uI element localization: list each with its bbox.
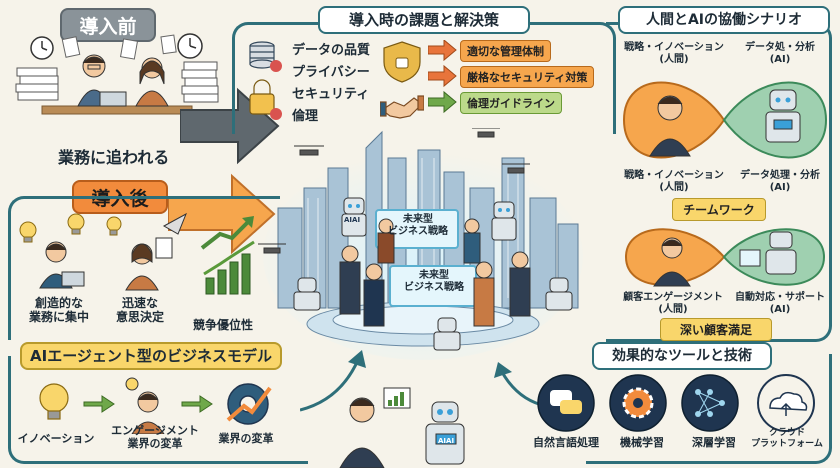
challenges-title: 導入時の課題と解決策 bbox=[318, 6, 530, 34]
gear-icon bbox=[609, 374, 667, 432]
clock-icon bbox=[30, 33, 203, 60]
rocket-icon bbox=[162, 212, 187, 235]
after-item-competitive: 競争優位性 bbox=[192, 318, 253, 332]
x-mark-icon bbox=[270, 60, 282, 72]
robot-icon bbox=[293, 197, 573, 351]
stressed-woman bbox=[135, 57, 169, 107]
growth-chart-icon bbox=[205, 253, 251, 295]
before-title-text: 導入前 bbox=[79, 16, 137, 38]
bottom-team-illustration bbox=[326, 384, 476, 468]
speech-bubble-icon bbox=[537, 374, 595, 432]
challenges-title-text: 導入時の課題と解決策 bbox=[348, 11, 499, 29]
before-caption-text: 業務に追われる bbox=[58, 148, 170, 167]
business-to-center-arrow bbox=[300, 340, 380, 420]
issue-icons bbox=[244, 38, 288, 130]
after-panel bbox=[8, 196, 280, 340]
drone-icon bbox=[258, 128, 530, 254]
business-title: AIエージェント型のビジネスモデル bbox=[20, 342, 282, 370]
collab-loop-bottom bbox=[620, 220, 830, 294]
after-title-text: 導入後 bbox=[91, 188, 149, 210]
collab-low-right-label: 自動対応・サポート (AI) bbox=[735, 292, 825, 315]
center-board-top: 未来型 ビジネス戦略 bbox=[388, 214, 448, 237]
padlock-icon bbox=[249, 79, 275, 115]
tools-title: 効果的なツールと技術 bbox=[592, 342, 772, 370]
handshake-icon bbox=[380, 95, 424, 119]
after-item-decision: 迅速な 意思決定 bbox=[115, 296, 164, 325]
gear-chart-icon bbox=[226, 383, 272, 425]
solution-management: 適切な管理体制 bbox=[460, 40, 551, 62]
tools-icons bbox=[536, 372, 830, 434]
collab-loop-top bbox=[620, 70, 830, 170]
before-caption: 業務に追われる bbox=[58, 144, 169, 168]
business-step-engagement: エンゲージメント 業界の変革 bbox=[111, 424, 199, 451]
collab-mid-right-label: データ処理・分析 (AI) bbox=[740, 170, 820, 193]
bottom-robot-badge: AIAI bbox=[438, 437, 455, 445]
center-robot-badge: AIAI bbox=[344, 216, 361, 224]
solution-arrows bbox=[428, 40, 458, 120]
collab-top-left-label: 戦略・イノベーション (人間) bbox=[624, 42, 724, 65]
tool-machine-learning: 機械学習 bbox=[620, 436, 664, 449]
collab-title: 人間とAIの協働シナリオ bbox=[618, 6, 830, 34]
tool-cloud-platform: クラウド プラットフォーム bbox=[751, 428, 823, 449]
issue-data-quality: データの品質 bbox=[292, 43, 371, 58]
tools-panel bbox=[586, 354, 832, 464]
paper-stack-right bbox=[181, 61, 219, 103]
collab-deep-satisfaction: 深い顧客満足 bbox=[660, 318, 772, 341]
lightbulb-icon bbox=[19, 213, 122, 243]
collab-title-text: 人間とAIの協働シナリオ bbox=[645, 12, 803, 28]
paper-stack-left bbox=[15, 67, 59, 101]
cloud-icon bbox=[757, 374, 815, 432]
business-illustration bbox=[14, 376, 274, 434]
collab-mid-left-label: 戦略・イノベーション (人間) bbox=[624, 170, 724, 193]
issue-list: データの品質 プライバシー セキュリティ 倫理 bbox=[292, 40, 370, 128]
solution-icons bbox=[380, 40, 424, 130]
before-illustration bbox=[12, 30, 222, 140]
solution-security: 厳格なセキュリティ対策 bbox=[460, 66, 595, 88]
issue-ethics: 倫理 bbox=[292, 109, 319, 124]
database-icon bbox=[249, 41, 275, 69]
business-step-innovation: イノベーション bbox=[17, 432, 95, 445]
collab-low-left-label: 顧客エンゲージメント (人間) bbox=[623, 292, 723, 315]
after-item-creative: 創造的な 業務に集中 bbox=[28, 296, 89, 325]
center-board-bottom: 未来型 ビジネス戦略 bbox=[404, 270, 464, 293]
business-step-transform: 業界の変革 bbox=[218, 432, 274, 445]
trend-arrow-icon bbox=[200, 218, 252, 250]
collab-teamwork: チームワーク bbox=[672, 198, 766, 221]
after-illustration bbox=[14, 208, 270, 298]
neural-network-icon bbox=[681, 374, 739, 432]
issue-security: セキュリティ bbox=[292, 87, 370, 102]
tool-nlp: 自然言語処理 bbox=[533, 436, 599, 449]
lightbulb-icon bbox=[39, 383, 69, 420]
business-title-text: AIエージェント型のビジネスモデル bbox=[30, 347, 272, 365]
tools-title-text: 効果的なツールと技術 bbox=[612, 348, 752, 364]
tool-deep-learning: 深層学習 bbox=[692, 436, 736, 449]
solution-ethics: 倫理ガイドライン bbox=[460, 92, 562, 114]
center-illustration bbox=[258, 128, 588, 360]
business-panel bbox=[8, 356, 308, 464]
issue-privacy: プライバシー bbox=[292, 65, 370, 80]
collab-top-right-label: データ処・分析 (AI) bbox=[745, 42, 815, 65]
